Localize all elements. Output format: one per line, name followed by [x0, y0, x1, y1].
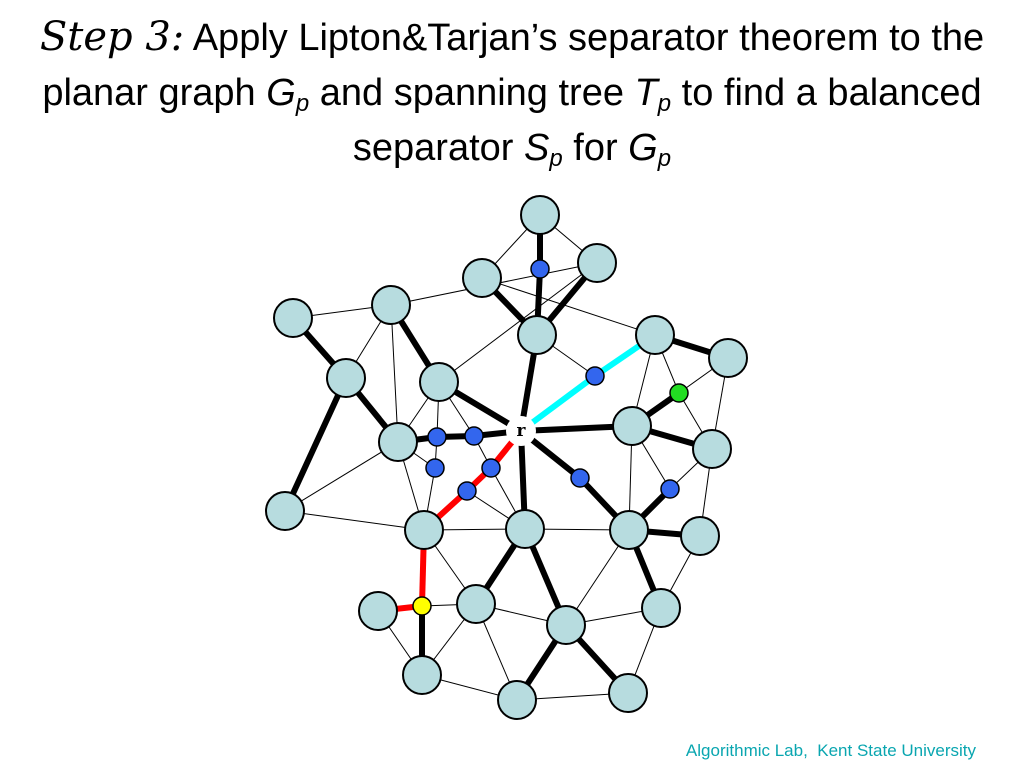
title-g1: G [266, 72, 296, 114]
blue-separator-node [660, 479, 680, 499]
title-s: S [523, 127, 550, 169]
graph-edge [284, 441, 399, 512]
blue-separator-node [427, 427, 447, 447]
title-part2: and spanning tree [309, 72, 635, 114]
graph-node [641, 588, 681, 628]
blue-separator-node [464, 426, 484, 446]
graph-node [546, 605, 586, 645]
root-label: r [517, 421, 527, 441]
graph-node [462, 258, 502, 298]
graph-nodes [265, 195, 748, 720]
title-p2: p [657, 90, 672, 117]
blue-separator-node [530, 259, 550, 279]
footer-credit: Algorithmic Lab, Kent State University [685, 741, 976, 760]
graph-node [497, 680, 537, 720]
title-part3: to find a balanced separator [352, 72, 982, 169]
graph-edge [481, 277, 656, 336]
blue-separator-node [425, 458, 445, 478]
graph-node [612, 406, 652, 446]
graph-node [692, 429, 732, 469]
graph-node [273, 298, 313, 338]
green-separator-node [669, 383, 689, 403]
graph-node [378, 422, 418, 462]
title-g2: G [628, 127, 658, 169]
graph-node [635, 315, 675, 355]
title-p4: p [657, 145, 672, 172]
graph-node [708, 338, 748, 378]
title-p3: p [549, 145, 563, 172]
graph-node [505, 509, 545, 549]
graph-node [609, 510, 649, 550]
separator-edge-cyan [519, 373, 597, 434]
title-part4: for [562, 127, 629, 169]
graph-node [577, 243, 617, 283]
title-p1: p [295, 90, 310, 117]
graph-node [608, 673, 648, 713]
graph-edge [438, 262, 598, 383]
blue-separator-node [570, 468, 590, 488]
graph-node [517, 315, 557, 355]
title-part1: Apply Lipton&Tarjan’s separator theorem … [42, 17, 985, 114]
yellow-separator-node [412, 596, 432, 616]
graph-edge [390, 304, 399, 443]
blue-separator-node [481, 458, 501, 478]
graph-node [520, 195, 560, 235]
graph-node [326, 358, 366, 398]
graph-node [419, 362, 459, 402]
slide-title: Step 3: Apply Lipton&Tarjan’s separator … [0, 10, 1024, 176]
tree-edge [282, 376, 349, 513]
blue-separator-node [457, 481, 477, 501]
graph-node [265, 491, 305, 531]
graph-node [371, 285, 411, 325]
graph-node [456, 584, 496, 624]
title-t: T [634, 72, 658, 114]
separator-edges [377, 332, 657, 614]
graph-node [402, 655, 442, 695]
title-step: Step 3: [39, 14, 185, 60]
graph-node [680, 516, 720, 556]
graph-node [358, 591, 398, 631]
blue-separator-node [585, 366, 605, 386]
root-node [506, 416, 536, 446]
graph-edge [284, 510, 425, 531]
graph-node [404, 510, 444, 550]
